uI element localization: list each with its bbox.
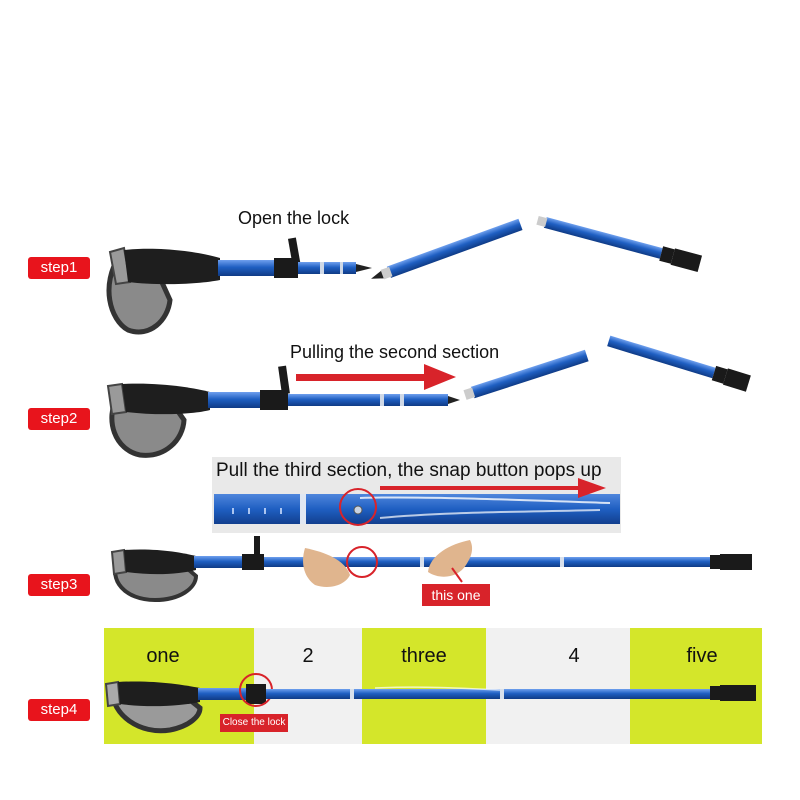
grip xyxy=(124,549,196,575)
length-band-4 xyxy=(486,628,630,744)
grip xyxy=(124,248,220,285)
length-band-label-five: five xyxy=(686,645,718,667)
snap-button-callout: this one xyxy=(422,584,490,606)
length-band-label-2: 2 xyxy=(302,645,314,667)
zoom-inset-pole xyxy=(214,478,620,526)
arrow-right-icon xyxy=(380,478,606,498)
pole-step1 xyxy=(106,215,703,335)
step2-badge: step2 xyxy=(28,408,90,430)
grip-cap xyxy=(104,680,122,708)
grip xyxy=(122,383,210,415)
step3-badge: step3 xyxy=(28,574,90,596)
arrow-right-icon xyxy=(296,364,456,390)
length-band-label-three: three xyxy=(401,645,447,667)
step4-badge: step4 xyxy=(28,699,90,721)
step1-badge: step1 xyxy=(28,257,90,279)
flip-lock-open xyxy=(274,258,298,278)
step1-caption: Open the lock xyxy=(238,208,350,228)
length-band-three xyxy=(362,628,486,744)
step3-caption: Pull the third section, the snap button … xyxy=(216,460,602,481)
grip xyxy=(118,681,200,707)
close-lock-callout: Close the lock xyxy=(220,714,288,732)
hand-pointer-icon xyxy=(303,548,350,587)
step2-caption: Pulling the second section xyxy=(290,342,500,362)
flip-lock-open xyxy=(242,554,264,570)
length-band-label-4: 4 xyxy=(568,645,580,667)
flip-lock-closed xyxy=(246,684,266,704)
pole-step3 xyxy=(110,536,752,603)
snap-button-circle-icon xyxy=(346,546,378,578)
flip-lock-open xyxy=(260,390,288,410)
hand-pointer-icon xyxy=(428,540,473,577)
length-band-label-one: one xyxy=(146,645,180,667)
grip-cap xyxy=(110,548,128,576)
pole-step4 xyxy=(104,673,756,734)
pole-step2 xyxy=(106,335,751,458)
snap-button-circle-icon xyxy=(339,488,377,526)
